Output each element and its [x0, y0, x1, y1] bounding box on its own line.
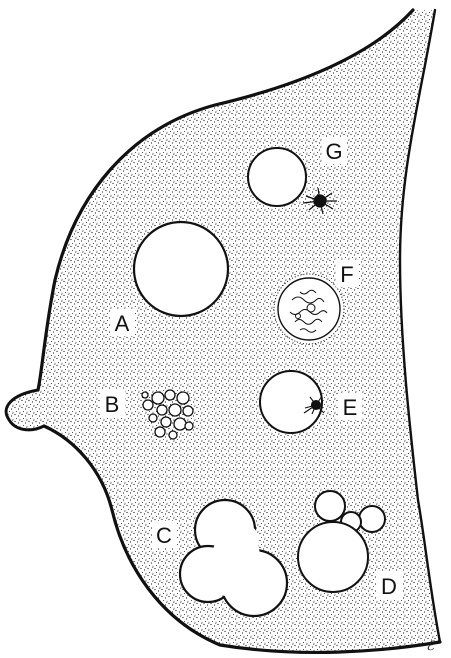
label-b: B [100, 390, 125, 417]
label-g: G [322, 137, 346, 164]
svg-text:G: G [325, 139, 342, 164]
artist-signature: ℰ [426, 639, 435, 654]
svg-text:B: B [105, 392, 120, 417]
svg-text:C: C [156, 523, 172, 548]
svg-text:D: D [381, 574, 397, 599]
svg-text:F: F [340, 262, 353, 287]
label-e: E [338, 393, 362, 420]
lesion-f [274, 274, 344, 344]
label-d: D [376, 572, 402, 599]
lesion-a [134, 222, 228, 316]
label-c: C [152, 521, 177, 548]
label-a: A [110, 309, 135, 336]
lesion-e [260, 371, 324, 433]
svg-text:A: A [115, 311, 130, 336]
label-f: F [336, 260, 359, 287]
svg-text:E: E [343, 395, 358, 420]
